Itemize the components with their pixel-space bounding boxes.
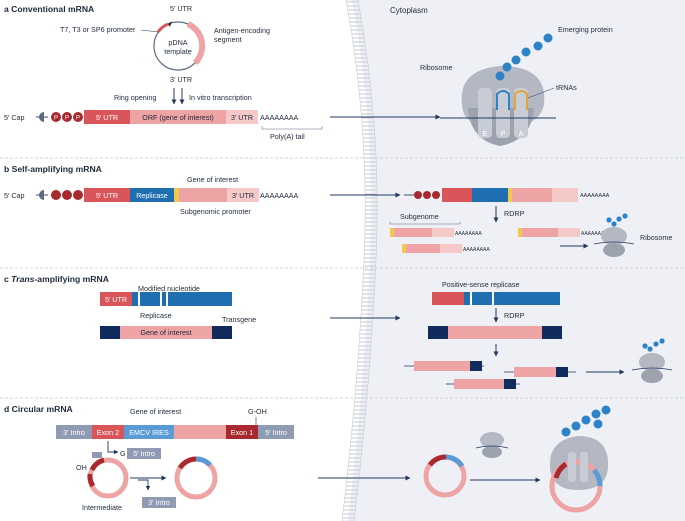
positive-sense-label: Positive-sense replicase bbox=[442, 280, 520, 289]
cytoplasm-label: Cytoplasm bbox=[390, 6, 428, 15]
polya-bracket bbox=[262, 126, 322, 129]
d-gene-label: Gene of interest bbox=[130, 407, 181, 416]
d-exon2-label: Exon 2 bbox=[97, 428, 119, 437]
b-5utr-label: 5′ UTR bbox=[96, 191, 118, 200]
d-g-label: G bbox=[120, 449, 126, 458]
intermediate-label: Intermediate bbox=[82, 503, 122, 512]
site-a: A bbox=[519, 129, 524, 138]
antigen-label-1: Antigen-encoding bbox=[214, 26, 270, 35]
d-3intro-fragment-label: 3′ Intro bbox=[148, 498, 170, 507]
a-5utr-label: 5′ UTR bbox=[96, 113, 118, 122]
d-oh-label: OH bbox=[76, 463, 87, 472]
goh-label: G-OH bbox=[248, 407, 267, 416]
promoter-leader bbox=[141, 30, 158, 32]
subgenome-copy-2 bbox=[518, 228, 580, 237]
pdna-label-1: pDNA bbox=[168, 38, 187, 47]
b-cyto-polya: AAAAAAAA bbox=[580, 193, 610, 199]
c-cyto-transgene bbox=[428, 326, 562, 339]
p-letter: P bbox=[54, 116, 58, 122]
a-cap-structure bbox=[36, 112, 48, 122]
sub-polya-1: AAAAAAAA bbox=[455, 231, 482, 237]
a-cap-label: 5′ Cap bbox=[4, 113, 25, 122]
d-exon1-label: Exon 1 bbox=[231, 428, 253, 437]
d-precursor bbox=[56, 425, 294, 439]
b-cap-label: 5′ Cap bbox=[4, 191, 25, 200]
b-cap-structure bbox=[36, 190, 83, 200]
b-rdrp-label: RDRP bbox=[504, 209, 525, 218]
subgenome-copy-1 bbox=[390, 228, 454, 237]
d-5intro-label: 5′ Intro bbox=[265, 428, 287, 437]
b-subgenomic-promoter-box bbox=[174, 188, 179, 202]
subgenome-copy-3 bbox=[402, 244, 462, 253]
circular-mrna bbox=[177, 459, 215, 497]
d-5intro-fragment-label: 5′ Intro bbox=[133, 449, 155, 458]
c-cyto-replicon bbox=[432, 292, 560, 305]
transgene-label: Transgene bbox=[222, 315, 256, 324]
b-gene-box bbox=[179, 188, 227, 202]
trnas-label: tRNAs bbox=[556, 83, 577, 92]
panel-b-title: b Self-amplifying mRNA bbox=[4, 164, 102, 174]
b-replicase-label: Replicase bbox=[136, 191, 168, 200]
panel-a-title: a Conventional mRNA bbox=[4, 4, 94, 14]
d-emcv-label: EMCV IRES bbox=[129, 428, 169, 437]
antigen-label-2: segment bbox=[214, 35, 242, 44]
b-polya: AAAAAAAA bbox=[260, 191, 299, 200]
a-ribosome-label: Ribosome bbox=[420, 63, 452, 72]
p-letter: P bbox=[65, 116, 69, 122]
site-e: E bbox=[483, 129, 488, 138]
intermediate-ring bbox=[90, 452, 126, 496]
panel-d-title: d Circular mRNA bbox=[4, 404, 73, 414]
subgenome-label: Subgenome bbox=[400, 212, 439, 221]
c-5utr-label: 5′ UTR bbox=[105, 295, 127, 304]
site-p: P bbox=[501, 129, 506, 138]
p-letter: P bbox=[76, 116, 80, 122]
polya-label: Poly(A) tail bbox=[270, 132, 305, 141]
b-gene-label: Gene of interest bbox=[187, 175, 238, 184]
c-rdrp-label: RDRP bbox=[504, 311, 525, 320]
b-ribosome-label: Ribosome bbox=[640, 233, 672, 242]
a-3utr-label: 3′ UTR bbox=[231, 113, 253, 122]
plasmid-5utr-label: 5′ UTR bbox=[170, 4, 192, 13]
d-3intro-label: 3′ Intro bbox=[63, 428, 85, 437]
d-splice-arrow bbox=[108, 441, 118, 452]
emerging-protein-label: Emerging protein bbox=[558, 25, 613, 34]
subgenomic-promoter-label: Subgenomic promoter bbox=[180, 207, 251, 216]
c-replicase-label: Replicase bbox=[140, 311, 172, 320]
panel-c-title: c Trans-amplifying mRNA bbox=[4, 274, 109, 284]
promoter-label: T7, T3 or SP6 promoter bbox=[60, 25, 136, 34]
a-orf-label: ORF (gene of interest) bbox=[142, 113, 214, 122]
ivt-label: In vitro transcription bbox=[189, 93, 252, 102]
b-3utr-label: 3′ UTR bbox=[232, 191, 254, 200]
modified-nucleotide-label: Modified nucleotide bbox=[138, 284, 200, 293]
plasmid-3utr-label: 3′ UTR bbox=[170, 75, 192, 84]
d-ligation-arrow bbox=[138, 480, 148, 490]
c-gene-label: Gene of interest bbox=[140, 328, 191, 337]
pdna-label-2: template bbox=[164, 47, 192, 56]
sub-polya-3: AAAAAAAA bbox=[463, 247, 490, 253]
a-polya: AAAAAAAA bbox=[260, 113, 299, 122]
ring-opening-label: Ring opening bbox=[114, 93, 156, 102]
